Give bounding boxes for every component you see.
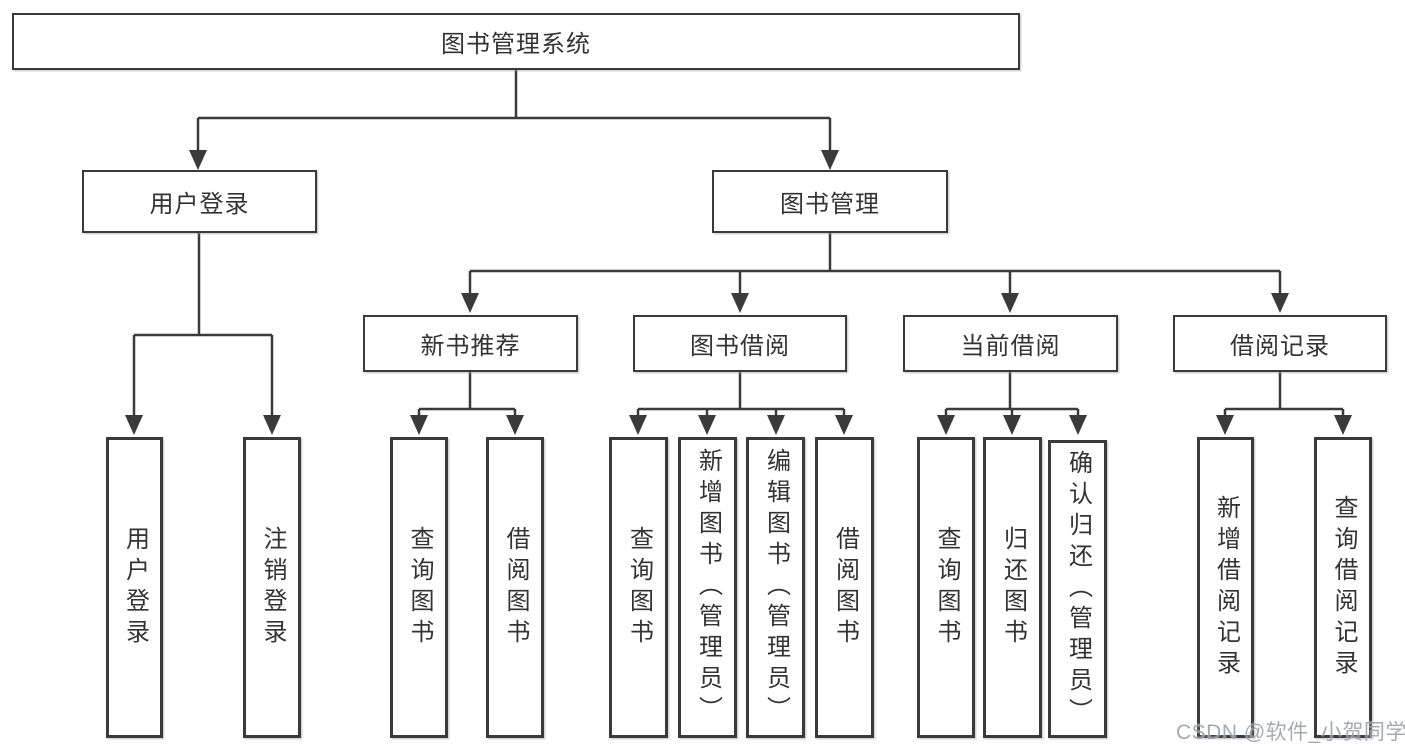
connector-newbooks-to-leaves — [417, 372, 517, 419]
leaf-borrow-add-admin-label: 新增图书（管理员） — [694, 448, 722, 727]
arrowheads — [125, 150, 1352, 435]
leaf-borrow-edit-admin: 编辑图书（管理员） — [746, 437, 805, 738]
leaf-records-query: 查询借阅记录 — [1314, 437, 1372, 738]
node-current-borrow: 当前借阅 — [903, 315, 1118, 372]
arrowhead — [125, 415, 143, 435]
node-new-books-label: 新书推荐 — [420, 333, 521, 360]
connector-root-to-level2 — [196, 70, 832, 154]
leaf-borrow-add-admin: 新增图书（管理员） — [678, 437, 737, 738]
arrowhead — [189, 150, 207, 170]
leaf-current-confirm-admin: 确认归还（管理员） — [1048, 440, 1107, 738]
leaf-current-confirm-admin-label: 确认归还（管理员） — [1064, 449, 1092, 729]
leaf-newbooks-query-label: 查询图书 — [406, 525, 433, 650]
arrowhead — [461, 293, 479, 313]
node-book-borrow: 图书借阅 — [633, 315, 847, 372]
leaf-newbooks-borrow: 借阅图书 — [486, 437, 544, 738]
node-root-label: 图书管理系统 — [441, 31, 591, 58]
leaf-newbooks-query: 查询图书 — [390, 437, 448, 738]
node-new-books: 新书推荐 — [363, 315, 578, 372]
arrowhead — [698, 415, 716, 435]
connector-mgmt-to-level3 — [468, 233, 1282, 297]
arrowhead — [1003, 415, 1021, 435]
arrowhead — [263, 415, 281, 435]
arrowhead — [629, 415, 647, 435]
arrowhead — [767, 415, 785, 435]
arrowhead — [1334, 415, 1352, 435]
leaf-logout-label: 注销登录 — [259, 525, 286, 650]
leaf-records-add: 新增借阅记录 — [1197, 437, 1254, 738]
connector-current-to-leaves — [944, 372, 1080, 419]
arrowhead — [1001, 293, 1019, 313]
leaf-borrow-query-label: 查询图书 — [625, 525, 653, 650]
node-current-borrow-label: 当前借阅 — [960, 333, 1061, 360]
leaf-borrow-query: 查询图书 — [609, 437, 668, 738]
arrowhead — [731, 293, 749, 313]
node-book-borrow-label: 图书借阅 — [690, 333, 790, 360]
connector-borrow-to-leaves — [636, 372, 846, 419]
leaf-records-query-label: 查询借阅记录 — [1330, 494, 1357, 681]
leaf-current-return: 归还图书 — [983, 437, 1042, 738]
arrowhead — [835, 415, 853, 435]
node-book-mgmt: 图书管理 — [712, 170, 948, 233]
leaf-user-login-label: 用户登录 — [121, 525, 149, 650]
leaf-borrow-borrow-label: 借阅图书 — [831, 525, 859, 650]
leaf-current-query-label: 查询图书 — [933, 525, 960, 650]
connector-login-to-leaves — [132, 233, 274, 419]
arrowhead — [410, 415, 428, 435]
arrowhead — [1271, 293, 1289, 313]
leaf-logout: 注销登录 — [243, 437, 301, 738]
arrowhead — [506, 415, 524, 435]
node-user-login-label: 用户登录 — [149, 191, 250, 218]
arrowhead — [1069, 415, 1087, 435]
leaf-borrow-edit-admin-label: 编辑图书（管理员） — [762, 448, 790, 727]
node-book-mgmt-label: 图书管理 — [780, 191, 880, 218]
node-root: 图书管理系统 — [12, 13, 1020, 70]
leaf-user-login: 用户登录 — [106, 437, 163, 738]
arrowhead — [821, 150, 839, 170]
node-borrow-records: 借阅记录 — [1173, 315, 1387, 372]
leaf-borrow-borrow: 借阅图书 — [815, 437, 874, 738]
leaf-records-add-label: 新增借阅记录 — [1212, 494, 1240, 681]
arrowhead — [1216, 415, 1234, 435]
connector-records-to-leaves — [1223, 372, 1345, 419]
leaf-current-return-label: 归还图书 — [999, 525, 1027, 650]
node-borrow-records-label: 借阅记录 — [1230, 333, 1330, 360]
node-user-login: 用户登录 — [82, 170, 317, 233]
arrowhead — [937, 415, 955, 435]
watermark: CSDN @软件_小贺同学 — [1176, 721, 1405, 744]
leaf-current-query: 查询图书 — [917, 437, 975, 738]
leaf-newbooks-borrow-label: 借阅图书 — [502, 525, 529, 650]
